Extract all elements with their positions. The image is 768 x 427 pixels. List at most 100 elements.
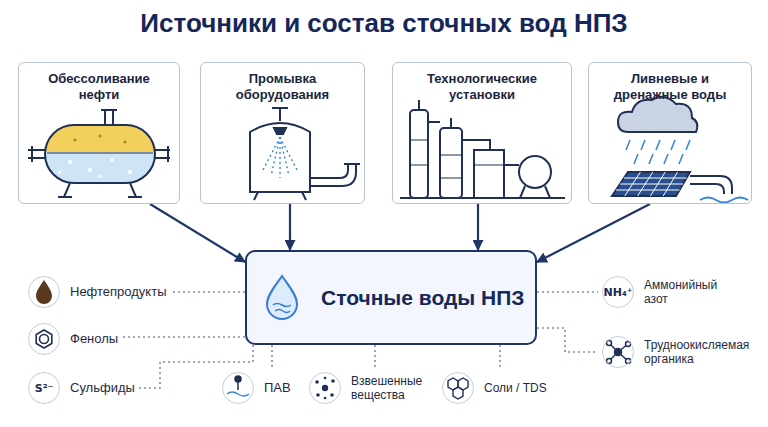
source-heading: Обессоливание нефти [36,71,162,104]
flow-arrow [537,204,650,262]
benzene-icon [36,330,52,348]
icon-circle [222,372,254,404]
desalter-vessel [58,183,142,197]
process-units [440,128,462,198]
dotted-connector [171,291,246,293]
oil-drop-icon [36,280,52,304]
desalter-vessel [155,146,170,162]
pollutant-label: Фенолы [70,331,118,347]
source-box: Обессоливание нефти [18,62,180,204]
flow-arrow [150,204,245,262]
desalter-vessel [47,152,153,153]
desalter-vessel [88,168,92,172]
washing-tank [250,123,310,192]
pollutant-label: Трудноокисляемая органика [644,338,762,367]
desalter-vessel [123,140,126,143]
washing-tank [262,137,280,172]
desalter-vessel [58,158,132,178]
wastewater-box: Сточные воды НПЗ [245,250,537,345]
pollutant-item: Соли / TDS [438,368,551,408]
storm-drain [634,154,638,164]
process-units [474,150,504,198]
desalter-vessel [101,110,117,125]
storm-drain [671,140,675,150]
storm-drain [616,190,680,191]
pollutant-item: Нефтепродукты [24,272,171,312]
desalter-vessel [68,160,72,164]
icon-circle [442,372,474,404]
pollutant-label-block: Нефтепродукты [70,284,167,300]
pollutant-label-block: Трудноокисляемая органика [644,338,762,367]
pollutant-label: ПАВ [264,380,291,396]
dotted-connector [271,345,273,368]
dotted-connector [537,328,598,352]
desalter-vessel [110,158,114,162]
center-fill [245,250,537,345]
storm-drain [612,172,690,196]
desalter-vessel [45,125,155,183]
molecule-icon [626,342,631,347]
pollutant-label-block: Аммонийный азот [644,278,736,307]
suspended-solids-icon [331,379,335,383]
icon-circle: S²⁻ [28,372,60,404]
molecule-icon [615,349,622,356]
washing-tank [279,137,280,178]
suspended-solids-icon [324,377,327,380]
source-box: Ливневые и дренажные воды [588,62,752,204]
washing-tank [254,192,306,200]
benzene-icon [36,330,52,348]
storm-drain [641,140,645,150]
pollutant-label-block: Сульфиды [70,380,135,396]
process-units [400,100,565,198]
desalter-vessel [45,152,155,183]
pollutant-label-block: ПАВ [264,380,291,396]
process-units [419,100,519,165]
salts-icon [453,387,463,399]
pollutant-item: Трудноокисляемая органика [598,332,766,372]
washing-tank [250,108,360,200]
dotted-connector [122,336,245,338]
washing-tank [272,108,288,121]
surfactant-icon [227,392,249,396]
icon-circle [28,323,60,355]
oil-drop-icon [36,280,52,304]
icon-circle [309,372,341,404]
storm-drain [650,172,665,196]
washing-tank [280,137,298,172]
desalter-vessel [73,134,126,143]
desalter-vessel [73,138,76,141]
process-units [520,186,550,198]
washing-tank [310,164,360,186]
dotted-connector [499,345,501,368]
flow-arrow [289,204,291,250]
water-drop-icon [267,276,297,319]
pollutant-label: Взвешенные вещества [351,374,439,403]
desalter-vessel [45,125,155,154]
pollutant-label-block: Взвешенные вещества [351,374,439,403]
suspended-solids-icon [315,380,319,384]
molecule-icon [626,359,631,364]
pollutant-label: Нефтепродукты [70,284,167,300]
suspended-solids-icon [316,393,320,397]
surfactant-icon [227,376,249,396]
suspended-solids-icon [324,397,327,400]
diagram-title: Источники и состав сточных вод НПЗ [0,8,768,39]
desalter-vessel [98,174,101,177]
dotted-connector [139,345,253,388]
salts-icon [448,378,468,399]
storm-drain [679,154,683,164]
storm-drain [664,154,668,164]
storm-drain [656,140,660,150]
pollutant-label-block: Фенолы [70,331,118,347]
storm-drain [663,172,677,196]
molecule-icon [607,341,612,346]
water-drop-icon [273,304,291,313]
source-heading: Ливневые и дренажные воды [606,71,734,104]
flow-arrow [477,204,479,250]
storm-drain [638,172,653,196]
desalter-vessel [98,134,101,137]
process-units [410,110,428,198]
storm-drain [690,176,732,194]
molecule-icon [607,359,612,364]
icon-circle [602,336,634,368]
